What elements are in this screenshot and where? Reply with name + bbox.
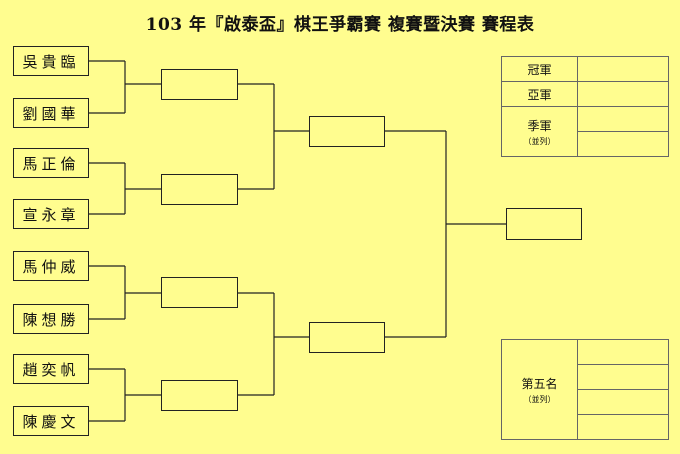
quarterfinal-slot-1 xyxy=(161,69,238,100)
champion-label: 冠軍 xyxy=(501,56,578,82)
semifinal-slot-2 xyxy=(309,322,385,353)
player-slot-8: 陳慶文 xyxy=(13,406,89,436)
runner-up-cell xyxy=(577,81,669,107)
fifth-place-table: 第五名 （並列） xyxy=(501,339,669,440)
fifth-place-label-cell: 第五名 （並列） xyxy=(501,339,578,440)
final-slot xyxy=(506,208,582,240)
fifth-place-cell-2 xyxy=(577,364,669,390)
fifth-place-cell-4 xyxy=(577,414,669,440)
quarterfinal-slot-4 xyxy=(161,380,238,411)
player-slot-1: 吳貴臨 xyxy=(13,46,89,76)
fifth-place-cell-1 xyxy=(577,339,669,365)
player-slot-6: 陳想勝 xyxy=(13,304,89,334)
fifth-place-note: （並列） xyxy=(523,394,556,404)
page-title: 103 年『啟泰盃』棋王爭霸賽 複賽暨決賽 賽程表 xyxy=(145,15,535,35)
player-slot-5: 馬仲威 xyxy=(13,251,89,281)
runner-up-label: 亞軍 xyxy=(501,81,578,107)
results-table: 冠軍 亞軍 季軍 （並列） xyxy=(501,56,669,157)
champion-cell xyxy=(577,56,669,82)
player-slot-2: 劉國華 xyxy=(13,98,89,128)
player-slot-3: 馬正倫 xyxy=(13,148,89,178)
third-place-note: （並列） xyxy=(523,136,556,146)
quarterfinal-slot-2 xyxy=(161,174,238,205)
third-place-cell-1 xyxy=(577,106,669,132)
fifth-place-label: 第五名 xyxy=(521,376,558,391)
player-slot-7: 趙奕帆 xyxy=(13,354,89,384)
fifth-place-cell-3 xyxy=(577,389,669,415)
quarterfinal-slot-3 xyxy=(161,277,238,308)
semifinal-slot-1 xyxy=(309,116,385,147)
third-place-label: 季軍 xyxy=(527,118,552,133)
third-place-cell-2 xyxy=(577,131,669,157)
third-place-label-cell: 季軍 （並列） xyxy=(501,106,578,157)
player-slot-4: 宣永章 xyxy=(13,199,89,229)
